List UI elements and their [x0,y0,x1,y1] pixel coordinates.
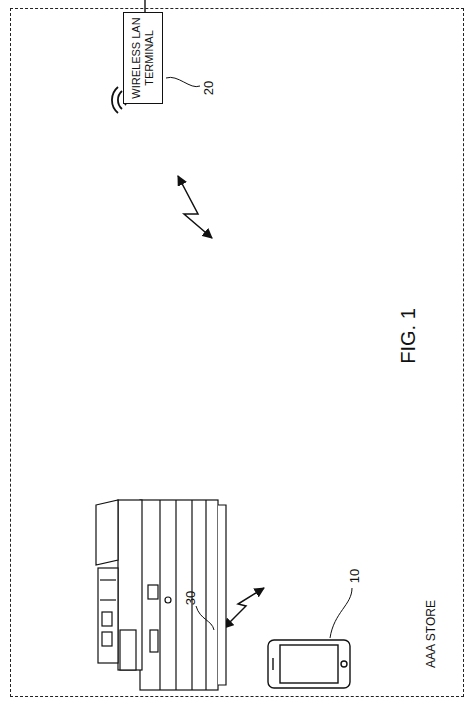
cable-line [144,0,145,12]
callout-number: 30 [183,591,198,605]
leader-line [196,606,214,630]
box-label: WIRELESS LAN TERMINAL [130,17,155,99]
region-label: AAA STORE [425,600,439,668]
leader-line [330,588,352,638]
printer-illustration [96,500,226,690]
callout-number: 20 [201,81,216,95]
wireless-link [178,176,212,238]
wireless-link [224,588,264,628]
figure-label: FIG. 1 [397,308,420,364]
store-region: AAA STORE WIRELESS LAN TERMINAL [10,8,464,697]
terminal-box: WIRELESS LAN TERMINAL [123,12,163,104]
leader-line [166,77,200,86]
callout-number: 10 [347,569,362,583]
phone-illustration [268,640,350,688]
